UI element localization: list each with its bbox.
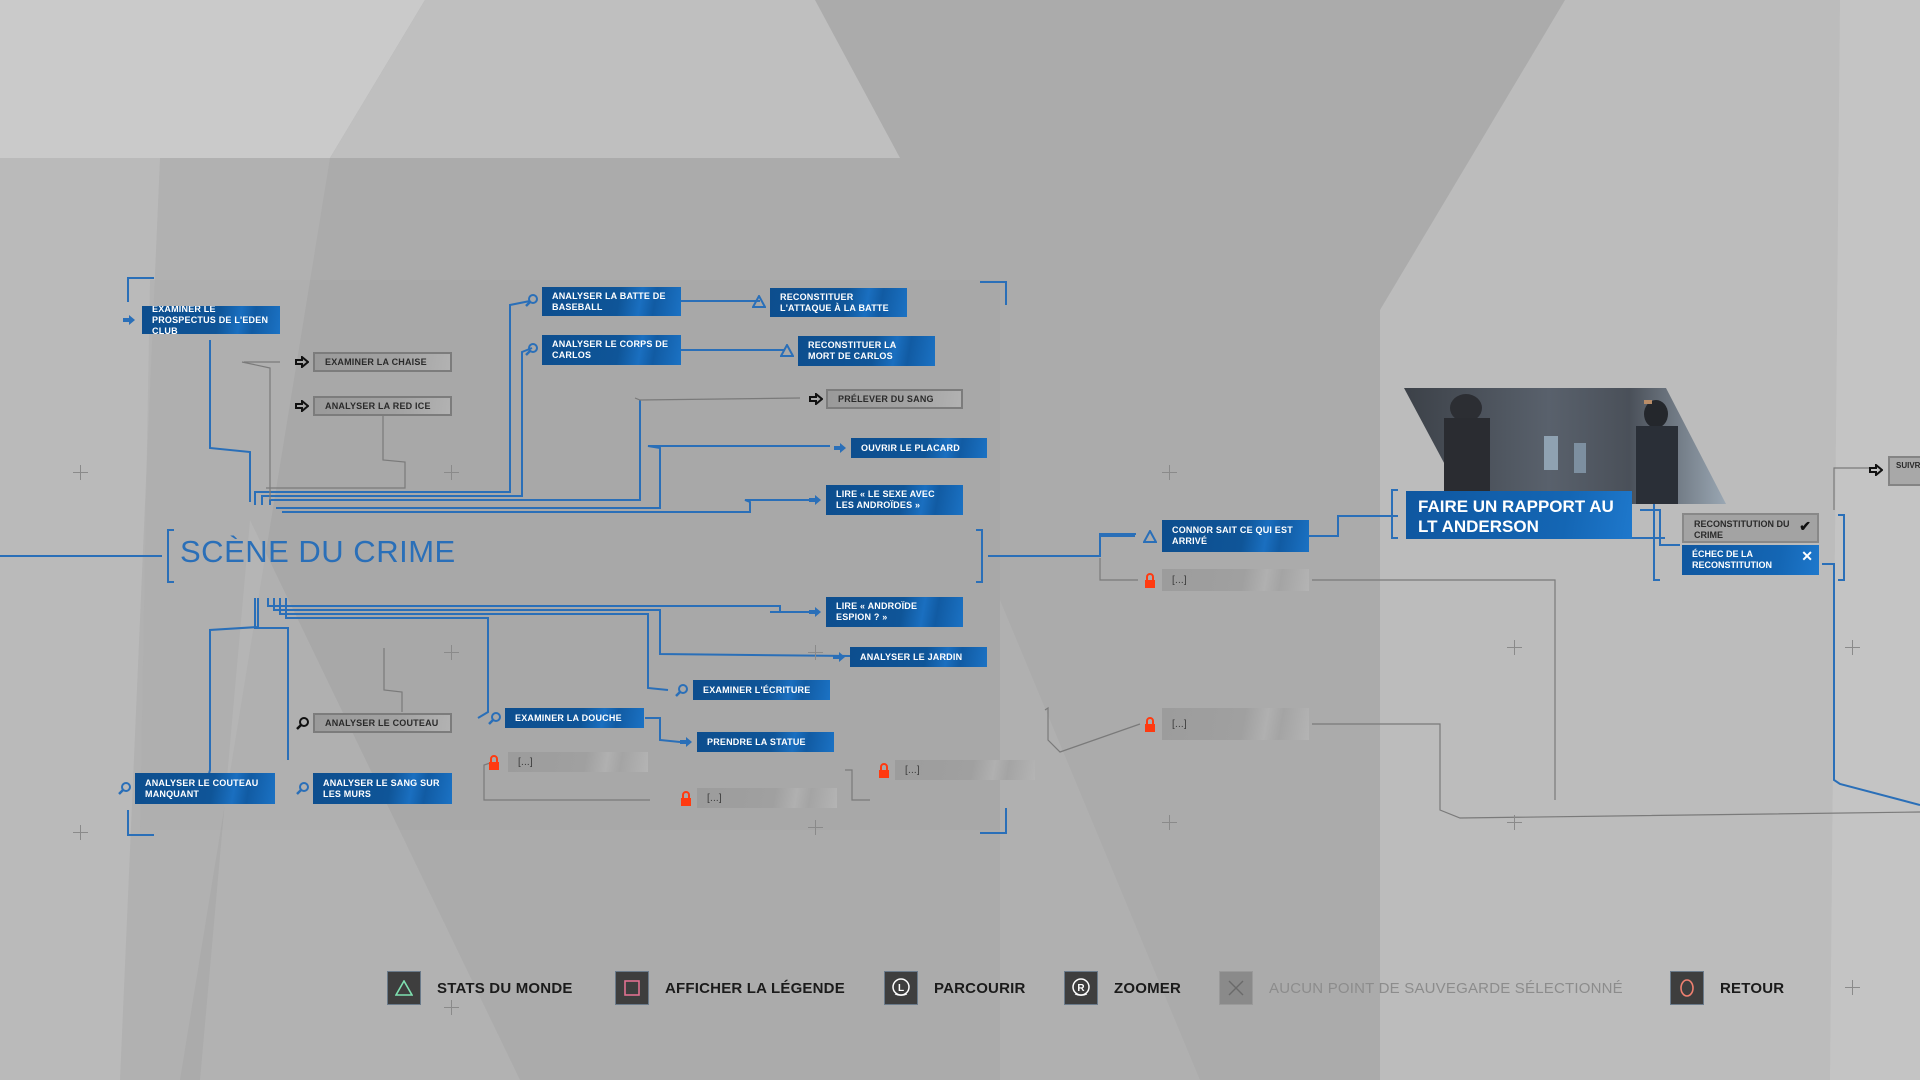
node-suivre-partial[interactable]: SUIVRE JUSQ [1888,456,1920,486]
magnifier-icon [117,780,133,796]
square-button-icon [615,971,649,1005]
crosshair-decoration [1507,640,1522,655]
crosshair-decoration [1162,815,1177,830]
node-reconstituer-mort[interactable]: RECONSTITUER LA MORT DE CARLOS [798,336,935,366]
left-stick-icon: L [884,971,918,1005]
arrow-right-icon [807,604,823,620]
node-analyser-jardin[interactable]: ANALYSER LE JARDIN [850,647,987,667]
svg-text:R: R [1077,983,1085,994]
node-examiner-ecriture[interactable]: EXAMINER L'ÉCRITURE [693,680,830,700]
node-prelever-sang[interactable]: PRÉLEVER DU SANG [826,389,963,409]
check-icon: ✔ [1799,518,1811,534]
arrow-right-icon [678,734,694,750]
node-analyser-corps[interactable]: ANALYSER LE CORPS DE CARLOS [542,335,681,365]
lock-icon [878,762,890,778]
magnifier-icon [524,292,540,308]
node-analyser-red-ice[interactable]: ANALYSER LA RED ICE [313,396,452,416]
magnifier-icon [295,715,311,731]
arrow-right-icon [832,440,848,456]
cross-button-icon [1219,971,1253,1005]
node-examiner-prospectus[interactable]: EXAMINER LE PROSPECTUS DE L'EDEN CLUB [142,306,280,334]
node-analyser-couteau[interactable]: ANALYSER LE COUTEAU [313,713,452,733]
chapter-title: SCÈNE DU CRIME [180,534,456,569]
arrow-right-icon [808,391,824,407]
node-locked: [...] [1162,569,1309,591]
triangle-icon [751,293,767,309]
triangle-button-icon [387,971,421,1005]
magnifier-icon [295,780,311,796]
magnifier-icon [524,341,540,357]
node-examiner-chaise[interactable]: EXAMINER LA CHAISE [313,352,452,372]
node-lire-androide-espion[interactable]: LIRE « ANDROÏDE ESPION ? » [826,597,963,627]
crosshair-decoration [73,465,88,480]
right-stick-icon: R [1064,971,1098,1005]
crosshair-decoration [808,645,823,660]
arrow-right-icon [831,649,847,665]
node-analyser-couteau-manquant[interactable]: ANALYSER LE COUTEAU MANQUANT [135,773,275,804]
arrow-right-icon [294,398,310,414]
arrow-right-icon [1868,462,1884,478]
crosshair-decoration [73,825,88,840]
node-analyser-sang-murs[interactable]: ANALYSER LE SANG SUR LES MURS [313,773,452,804]
node-analyser-batte[interactable]: ANALYSER LA BATTE DE BASEBALL [542,287,681,316]
button-prompt-parcourir[interactable]: L PARCOURIR [884,966,1026,1010]
arrow-right-icon [294,354,310,370]
crosshair-decoration [808,820,823,835]
magnifier-icon [674,682,690,698]
triangle-icon [779,342,795,358]
lock-icon [680,790,692,806]
node-locked: [...] [508,752,648,772]
crosshair-decoration [1845,640,1860,655]
chapter-thumbnail[interactable] [1404,388,1726,504]
node-locked: [...] [895,760,1035,780]
node-ouvrir-placard[interactable]: OUVRIR LE PLACARD [851,438,987,458]
button-prompt-stats[interactable]: STATS DU MONDE [387,966,573,1010]
node-lire-sexe-androides[interactable]: LIRE « LE SEXE AVEC LES ANDROÏDES » [826,485,963,515]
outcome-echec[interactable]: ÉCHEC DE LA RECONSTITUTION✕ [1682,545,1819,575]
crosshair-decoration [1162,465,1177,480]
node-connor-sait[interactable]: CONNOR SAIT CE QUI EST ARRIVÉ [1162,520,1309,552]
node-prendre-statue[interactable]: PRENDRE LA STATUE [697,732,834,752]
arrow-right-icon [121,312,137,328]
crosshair-decoration [1507,815,1522,830]
node-examiner-douche[interactable]: EXAMINER LA DOUCHE [505,708,644,728]
button-prompt-legende[interactable]: AFFICHER LA LÉGENDE [615,966,845,1010]
close-icon: ✕ [1801,548,1813,564]
lock-icon [488,754,500,770]
node-locked: [...] [697,788,837,808]
crosshair-decoration [444,465,459,480]
crosshair-decoration [444,645,459,660]
arrow-right-icon [807,492,823,508]
crosshair-decoration [444,1000,459,1015]
button-prompt-sauvegarde: AUCUN POINT DE SAUVEGARDE SÉLECTIONNÉ [1219,966,1623,1010]
button-prompt-retour[interactable]: RETOUR [1670,966,1784,1010]
lock-icon [1144,716,1156,732]
crosshair-decoration [1845,980,1860,995]
triangle-icon [1142,528,1158,544]
outcome-reconstitution[interactable]: RECONSTITUTION DU CRIME✔ [1682,513,1819,543]
magnifier-icon [487,710,503,726]
chapter-report-card[interactable]: FAIRE UN RAPPORT AU LT ANDERSON [1406,491,1632,539]
svg-text:L: L [898,983,904,994]
circle-button-icon [1670,971,1704,1005]
node-locked: [...] [1162,708,1309,740]
button-prompt-zoomer[interactable]: R ZOOMER [1064,966,1181,1010]
lock-icon [1144,572,1156,588]
node-reconstituer-attaque[interactable]: RECONSTITUER L'ATTAQUE À LA BATTE [770,288,907,317]
